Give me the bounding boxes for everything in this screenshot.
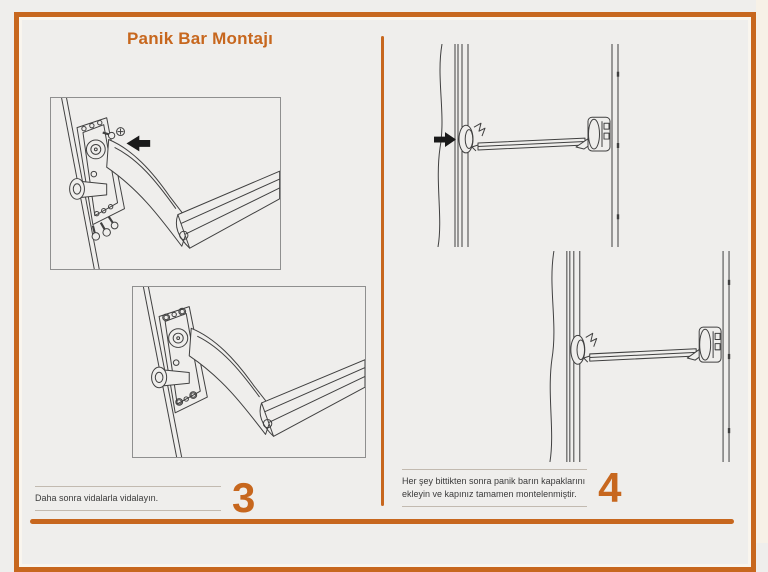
panic-bar-perspective-illustration — [142, 287, 365, 457]
page-margin-strip — [756, 0, 768, 543]
step4-diagram-before — [426, 44, 624, 247]
step3-caption: Daha sonra vidalarla vidalayın. — [35, 485, 221, 511]
footer-rule — [30, 519, 734, 524]
step3-diagram-after — [132, 286, 366, 458]
step4-caption-line2: ekleyin ve kapınız tamamen montelenmişti… — [402, 489, 577, 499]
column-divider — [381, 36, 384, 506]
page-title: Panik Bar Montajı — [127, 29, 274, 48]
step3-number: 3 — [232, 474, 256, 521]
panic-bar-front-illustration — [434, 44, 620, 247]
panic-bar-perspective-illustration — [60, 98, 280, 269]
step3-diagram-before — [50, 97, 281, 270]
step4-caption-block: Her şey bittikten sonra panik barın kapa… — [402, 464, 622, 511]
step4-caption-line1: Her şey bittikten sonra panik barın kapa… — [402, 476, 586, 486]
step4-caption: Her şey bittikten sonra panik barın kapa… — [402, 469, 588, 507]
left-arrow-icon — [126, 135, 151, 152]
right-arrow-icon — [434, 132, 456, 147]
step4-diagram-after — [538, 251, 735, 462]
step3-caption-block: Daha sonra vidalarla vidalayın. 3 — [35, 474, 256, 521]
panic-bar-front-illustration — [548, 251, 731, 462]
loose-screws-illustration — [91, 127, 125, 241]
step4-number: 4 — [598, 464, 622, 511]
installed-screws-illustration — [162, 307, 198, 406]
